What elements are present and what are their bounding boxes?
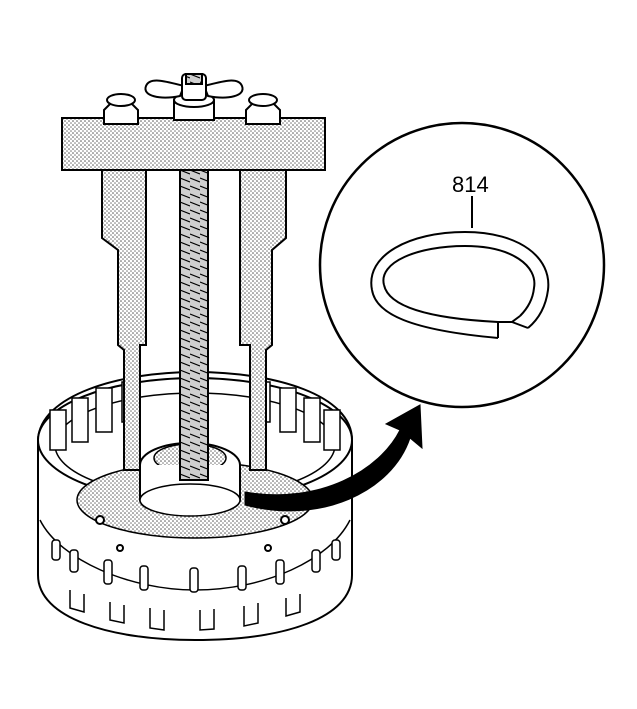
snap-ring	[370, 230, 550, 339]
spring-compressor-tool	[61, 73, 326, 481]
magnifier-circle: 814	[318, 121, 606, 409]
curved-arrow	[244, 404, 423, 512]
tool-wing-nut	[144, 73, 244, 101]
tool-cross-bar	[61, 117, 326, 171]
tool-right-leg	[239, 167, 287, 471]
callout-label: 814	[452, 172, 489, 197]
housing-slots	[51, 539, 341, 593]
housing-bottom-notches	[69, 590, 301, 631]
tool-left-leg	[101, 167, 147, 471]
tool-threaded-rod	[179, 139, 209, 481]
